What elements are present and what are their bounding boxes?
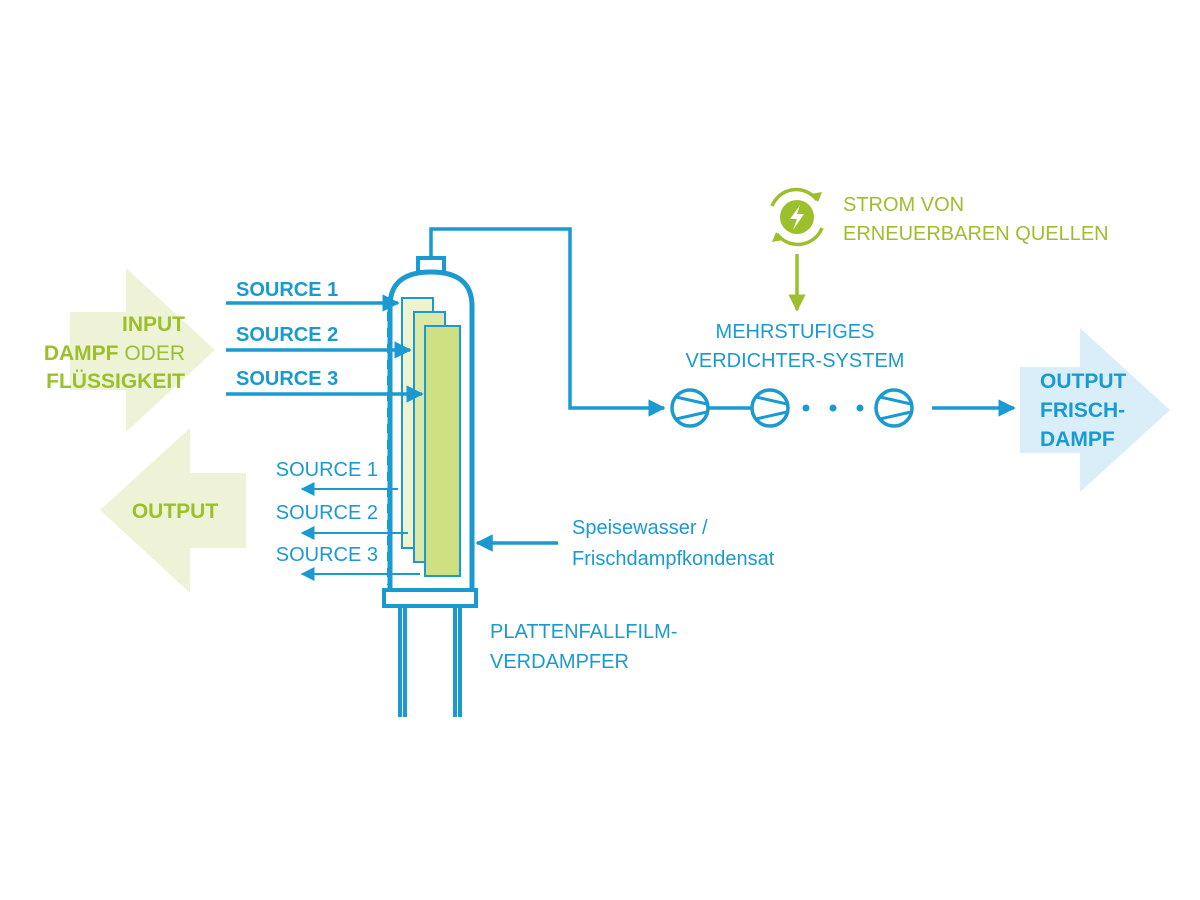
compressor-1-icon (670, 388, 710, 428)
output-left-label: OUTPUT (132, 500, 219, 523)
output-left-arrow-shape (100, 428, 246, 593)
input-label-dampf: DAMPF (44, 342, 119, 365)
compressor-3-icon (874, 388, 914, 428)
input-arrow-shape (70, 268, 215, 432)
input-label-line3: FLÜSSIGKEIT (46, 370, 185, 393)
power-label-line1: STROM VON (843, 194, 964, 216)
output-right-arrow-shape (1020, 328, 1170, 492)
source-out-2-label: SOURCE 2 (276, 502, 378, 524)
vapour-pipe (429, 227, 666, 417)
compressor-label-line2: VERDICHTER-SYSTEM (686, 350, 905, 372)
evaporator-label-line2: VERDAMPFER (490, 651, 629, 673)
plate-3 (424, 325, 461, 577)
ellipsis-dot-2 (829, 404, 837, 412)
input-label-line2: DAMPF ODER (44, 342, 185, 365)
source-out-3-label: SOURCE 3 (276, 544, 378, 566)
input-label-line1: INPUT (122, 313, 185, 336)
source-out-1-label: SOURCE 1 (276, 459, 378, 481)
evaporator-shell (387, 269, 475, 590)
output-right-label-line3: DAMPF (1040, 428, 1115, 451)
input-label-oder: ODER (118, 342, 185, 365)
output-right-label-line2: FRISCH- (1040, 399, 1125, 422)
ellipsis-dot-3 (856, 404, 864, 412)
source-in-3-label: SOURCE 3 (236, 368, 338, 390)
renewable-power-icon (770, 187, 824, 247)
compressor-label-line1: MEHRSTUFIGES (716, 321, 875, 343)
power-label-line2: ERNEUERBAREN QUELLEN (843, 223, 1109, 245)
compressor-2-icon (750, 388, 790, 428)
output-right-label-line1: OUTPUT (1040, 370, 1127, 393)
ellipsis-dot-1 (802, 404, 810, 412)
evaporator-base-flange (382, 588, 478, 608)
evaporator-label-line1: PLATTENFALLFILM- (490, 621, 677, 643)
source-in-1-label: SOURCE 1 (236, 279, 338, 301)
source-in-2-label: SOURCE 2 (236, 324, 338, 346)
feedwater-label-line1: Speisewasser / (572, 517, 708, 539)
feedwater-label-line2: Frischdampfkondensat (572, 548, 775, 570)
